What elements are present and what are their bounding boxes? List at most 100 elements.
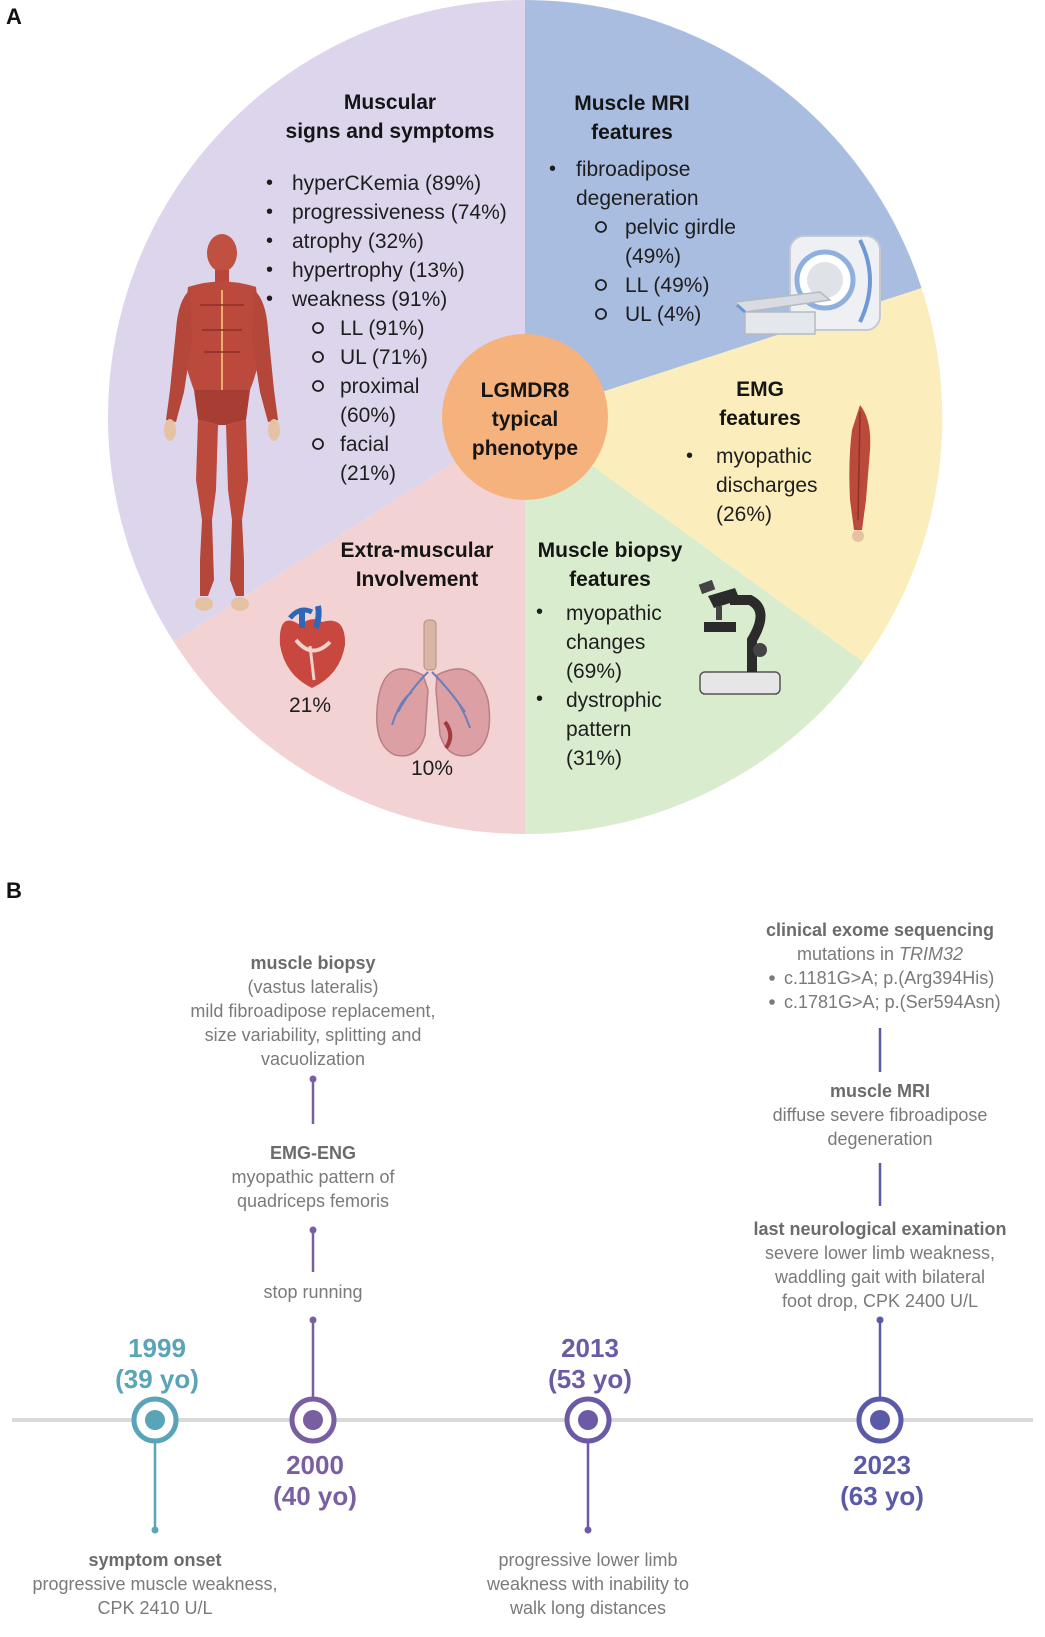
sub-bullet-circle [312, 380, 324, 392]
muscular-item: hyperCKemia (89%) [292, 172, 481, 195]
sector-biopsy [525, 417, 864, 835]
onset-line-2: CPK 2410 U/L [97, 1598, 212, 1618]
emg-eng-line-2: quadriceps femoris [237, 1191, 389, 1211]
connector-end [309, 1226, 317, 1234]
sub-bullet-circle [312, 322, 324, 334]
emg-title-1: EMG [736, 378, 784, 401]
biopsy-item-1: myopathic [566, 602, 662, 625]
age-2013: (53 yo) [548, 1364, 632, 1394]
muscular-sub: (21%) [340, 462, 396, 485]
age-2000: (40 yo) [273, 1481, 357, 1511]
emg-eng-line-1: myopathic pattern of [231, 1167, 395, 1187]
extra-muscular-section: Extra-muscular Involvement 21% 10% [279, 539, 494, 780]
center-line-2: typical [492, 408, 559, 431]
center-line-1: LGMDR8 [481, 379, 570, 402]
exome-mutation-2: c.1781G>A; p.(Ser594Asn) [784, 992, 1001, 1012]
muscular-title-2: signs and symptoms [286, 120, 495, 143]
bullet-dot: • [549, 158, 556, 180]
bullet-dot: • [266, 230, 273, 252]
muscular-sub: facial [340, 433, 389, 456]
connector-end [309, 1316, 317, 1324]
muscular-sub: UL (71%) [340, 346, 428, 369]
emg-eng-title: EMG-ENG [270, 1143, 356, 1163]
neuro-exam-title: last neurological examination [753, 1219, 1006, 1239]
milestone-2023-dot [870, 1410, 890, 1430]
onset-title: symptom onset [88, 1550, 221, 1570]
sector-extra-muscular [173, 417, 525, 834]
timeline: 1999 (39 yo) symptom onset progressive m… [12, 920, 1033, 1618]
lung-percentage: 10% [411, 757, 453, 780]
mri-item-1b: degeneration [576, 187, 699, 210]
exome-gene: TRIM32 [899, 944, 963, 964]
sub-bullet-circle [595, 279, 607, 291]
leg-muscle-icon [849, 405, 871, 542]
heart-percentage: 21% [289, 694, 331, 717]
muscular-section: Muscular signs and symptoms • hyperCKemi… [164, 91, 507, 611]
emg-item-1: myopathic [716, 445, 812, 468]
bullet-dot: • [266, 288, 273, 310]
milestone-2000-dot [303, 1410, 323, 1430]
biopsy-title-1: Muscle biopsy [538, 539, 683, 562]
center-line-3: phenotype [472, 437, 578, 460]
mri-timeline-title: muscle MRI [830, 1081, 930, 1101]
mri-section: Muscle MRI features • fibroadipose degen… [549, 92, 881, 335]
sub-bullet-circle [312, 438, 324, 450]
year-2023: 2023 [853, 1450, 911, 1480]
mri-scanner-icon [733, 235, 881, 335]
muscular-sub: LL (91%) [340, 317, 424, 340]
heart-icon [279, 605, 346, 688]
muscular-sub: (60%) [340, 404, 396, 427]
event-2013-line-1: progressive lower limb [498, 1550, 677, 1570]
biopsy-item-2: dystrophic [566, 689, 662, 712]
human-muscle-figure-icon [164, 234, 280, 611]
mri-sub: UL (4%) [625, 303, 701, 326]
milestone-1999-dot [145, 1410, 165, 1430]
emg-item-1c: (26%) [716, 503, 772, 526]
extra-title-1: Extra-muscular [341, 539, 494, 562]
mri-timeline-line-2: degeneration [827, 1129, 932, 1149]
mri-sub: (49%) [625, 245, 681, 268]
neuro-exam-line-2: waddling gait with bilateral [774, 1267, 985, 1287]
bullet-dot: • [266, 201, 273, 223]
biopsy-timeline-line-2: mild fibroadipose replacement, [190, 1001, 435, 1021]
onset-line-1: progressive muscle weakness, [32, 1574, 277, 1594]
exome-mutations-label: mutations in [797, 944, 894, 964]
emg-title-2: features [719, 407, 801, 430]
biopsy-item-2c: (31%) [566, 747, 622, 770]
extra-title-2: Involvement [356, 568, 479, 591]
event-2013-line-2: weakness with inability to [486, 1574, 689, 1594]
panel-a-label: A [6, 4, 22, 29]
stop-running: stop running [263, 1282, 362, 1302]
sub-bullet-circle [595, 308, 607, 320]
center-circle [442, 334, 608, 500]
mri-title-2: features [591, 121, 673, 144]
exome-mutation-1: c.1181G>A; p.(Arg394His) [784, 968, 994, 988]
sector-emg [525, 288, 943, 663]
biopsy-item-2b: pattern [566, 718, 631, 741]
muscular-item: hypertrophy (13%) [292, 259, 465, 282]
mri-sub: LL (49%) [625, 274, 709, 297]
muscular-sub: proximal [340, 375, 419, 398]
lungs-icon [376, 619, 491, 757]
timeline-axis [12, 1418, 1033, 1422]
connector-end [309, 1075, 317, 1083]
sub-bullet-circle [312, 351, 324, 363]
mri-sub: pelvic girdle [625, 216, 736, 239]
connector-end [584, 1526, 592, 1534]
biopsy-timeline-line-1: (vastus lateralis) [247, 977, 378, 997]
year-2000: 2000 [286, 1450, 344, 1480]
muscular-item: weakness (91%) [291, 288, 447, 311]
bullet-dot [769, 999, 775, 1005]
age-1999: (39 yo) [115, 1364, 199, 1394]
bullet-dot [769, 975, 775, 981]
muscular-item: progressiveness (74%) [292, 201, 507, 224]
connector-end [876, 1316, 884, 1324]
emg-item-1b: discharges [716, 474, 818, 497]
panel-b-label: B [6, 878, 22, 903]
muscular-title-1: Muscular [344, 91, 436, 114]
neuro-exam-line-3: foot drop, CPK 2400 U/L [782, 1291, 978, 1311]
biopsy-timeline-line-3: size variability, splitting and [205, 1025, 422, 1045]
biopsy-item-1c: (69%) [566, 660, 622, 683]
mri-timeline-line-1: diffuse severe fibroadipose [773, 1105, 988, 1125]
